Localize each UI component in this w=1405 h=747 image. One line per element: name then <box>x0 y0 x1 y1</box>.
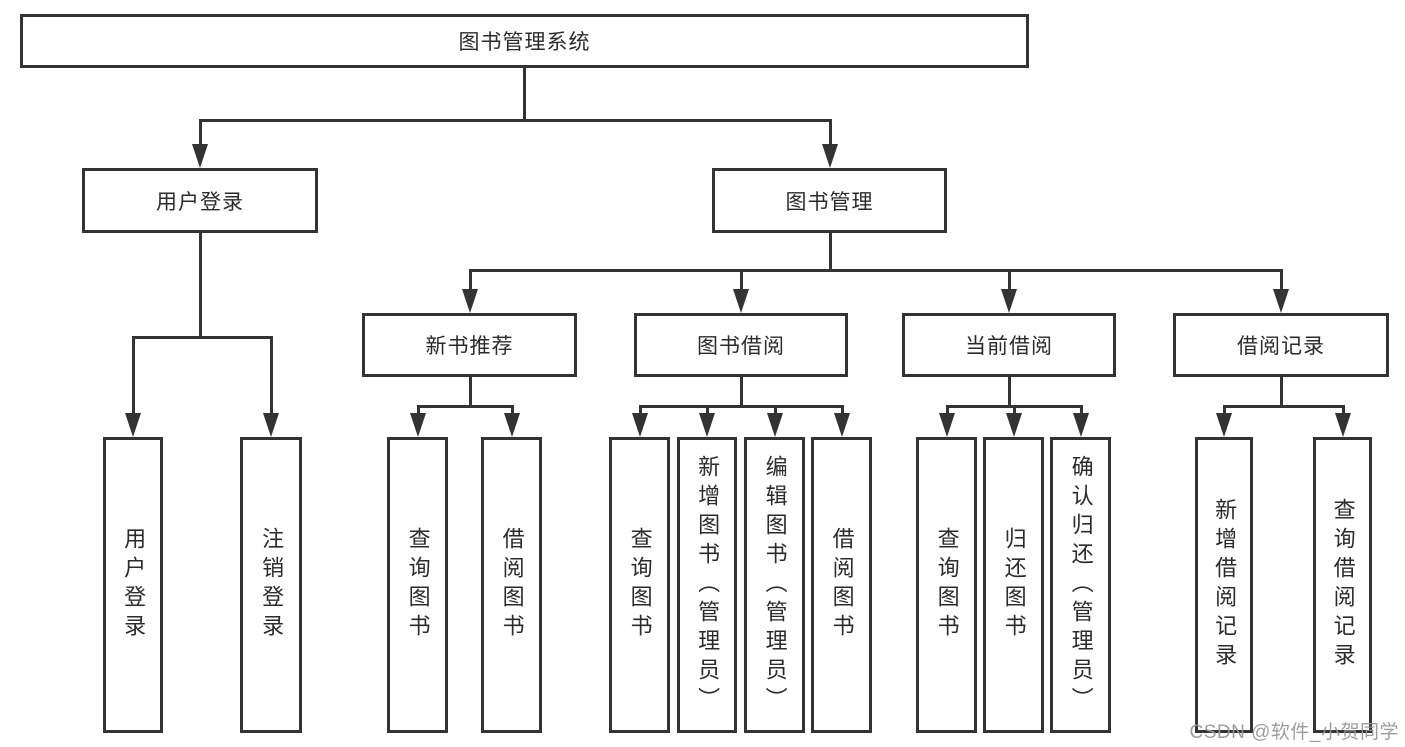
arrow-down-icon <box>822 144 838 168</box>
leaf-confirm-return-admin: 确认归还（管理员） <box>1050 437 1111 733</box>
connector-line <box>199 120 202 148</box>
leaf-label: 新增借阅记录 <box>1212 498 1238 672</box>
connector-line <box>469 269 1283 272</box>
node-book-borrowing: 图书借阅 <box>634 313 848 377</box>
connector-line <box>270 337 273 417</box>
leaf-label: 查询借阅记录 <box>1330 498 1356 672</box>
leaf-label: 确认归还（管理员） <box>1068 454 1094 716</box>
connector-line <box>199 232 202 337</box>
node-label: 新书推荐 <box>425 335 514 358</box>
arrow-down-icon <box>1335 413 1351 437</box>
arrow-down-icon <box>1273 289 1289 313</box>
connector-line <box>132 337 135 417</box>
connector-line <box>1013 406 1016 417</box>
arrow-down-icon <box>1001 289 1017 313</box>
watermark: CSDN @软件_小贺同学 <box>1189 722 1399 743</box>
node-library-management-system: 图书管理系统 <box>20 14 1029 68</box>
connector-line <box>1223 406 1226 417</box>
leaf-label: 查询图书 <box>405 527 431 643</box>
leaf-label: 归还图书 <box>1001 527 1027 643</box>
leaf-label: 新增图书（管理员） <box>695 454 721 716</box>
leaf-label: 注销登录 <box>259 527 285 643</box>
arrow-down-icon <box>263 413 279 437</box>
node-label: 借阅记录 <box>1237 335 1325 358</box>
node-label: 用户登录 <box>156 190 244 214</box>
leaf-borrow-books-under-recommendation: 借阅图书 <box>481 437 542 733</box>
leaf-label: 编辑图书（管理员） <box>762 454 788 716</box>
connector-line <box>774 406 777 417</box>
node-borrowing-records: 借阅记录 <box>1173 313 1389 377</box>
arrow-down-icon <box>632 413 648 437</box>
node-label: 图书管理 <box>785 190 874 214</box>
leaf-add-books-admin: 新增图书（管理员） <box>677 437 737 733</box>
leaf-query-books-under-borrowing: 查询图书 <box>609 437 670 733</box>
connector-line <box>1008 377 1011 406</box>
connector-line <box>706 406 709 417</box>
leaf-label: 用户登录 <box>121 527 147 643</box>
node-label: 图书管理系统 <box>458 31 591 54</box>
connector-line <box>469 377 472 406</box>
arrow-down-icon <box>939 413 955 437</box>
node-label: 当前借阅 <box>965 335 1053 358</box>
connector-line <box>1080 406 1083 417</box>
leaf-return-books: 归还图书 <box>983 437 1044 733</box>
node-book-management: 图书管理 <box>712 168 947 233</box>
arrow-down-icon <box>767 413 783 437</box>
connector-line <box>511 406 514 417</box>
arrow-down-icon <box>192 144 208 168</box>
connector-line <box>1342 406 1345 417</box>
leaf-label: 借阅图书 <box>499 527 525 643</box>
leaf-user-login: 用户登录 <box>103 437 163 733</box>
connector-line <box>829 233 832 270</box>
leaf-borrow-books-under-borrowing: 借阅图书 <box>811 437 872 733</box>
connector-line <box>639 406 642 417</box>
arrow-down-icon <box>504 413 520 437</box>
leaf-logout: 注销登录 <box>240 437 302 733</box>
arrow-down-icon <box>699 413 715 437</box>
leaf-add-borrow-record: 新增借阅记录 <box>1195 437 1253 733</box>
arrow-down-icon <box>410 413 426 437</box>
node-user-login: 用户登录 <box>82 168 318 233</box>
node-label: 图书借阅 <box>697 335 785 358</box>
leaf-edit-books-admin: 编辑图书（管理员） <box>744 437 805 733</box>
connector-line <box>1280 377 1283 406</box>
connector-line <box>132 336 273 339</box>
leaf-label: 查询图书 <box>934 527 960 643</box>
leaf-label: 借阅图书 <box>829 527 855 643</box>
node-new-book-recommendation: 新书推荐 <box>362 313 577 377</box>
arrow-down-icon <box>1073 413 1089 437</box>
connector-line <box>199 119 832 122</box>
connector-line <box>417 405 514 408</box>
connector-line <box>946 406 949 417</box>
connector-line <box>841 406 844 417</box>
leaf-query-books-under-current: 查询图书 <box>916 437 977 733</box>
connector-line <box>740 270 743 293</box>
arrow-down-icon <box>462 289 478 313</box>
connector-line <box>639 405 844 408</box>
arrow-down-icon <box>733 289 749 313</box>
connector-line <box>1280 270 1283 293</box>
connector-line <box>829 120 832 148</box>
node-current-borrowing: 当前借阅 <box>902 313 1116 377</box>
arrow-down-icon <box>125 413 141 437</box>
arrow-down-icon <box>834 413 850 437</box>
connector-line <box>469 270 472 293</box>
arrow-down-icon <box>1216 413 1232 437</box>
connector-line <box>740 377 743 406</box>
connector-line <box>1223 405 1345 408</box>
connector-line <box>523 68 526 120</box>
connector-line <box>1008 270 1011 293</box>
arrow-down-icon <box>1006 413 1022 437</box>
connector-line <box>417 406 420 417</box>
leaf-label: 查询图书 <box>627 527 653 643</box>
leaf-query-borrow-record: 查询借阅记录 <box>1313 437 1372 733</box>
leaf-query-books-under-recommendation: 查询图书 <box>387 437 448 733</box>
